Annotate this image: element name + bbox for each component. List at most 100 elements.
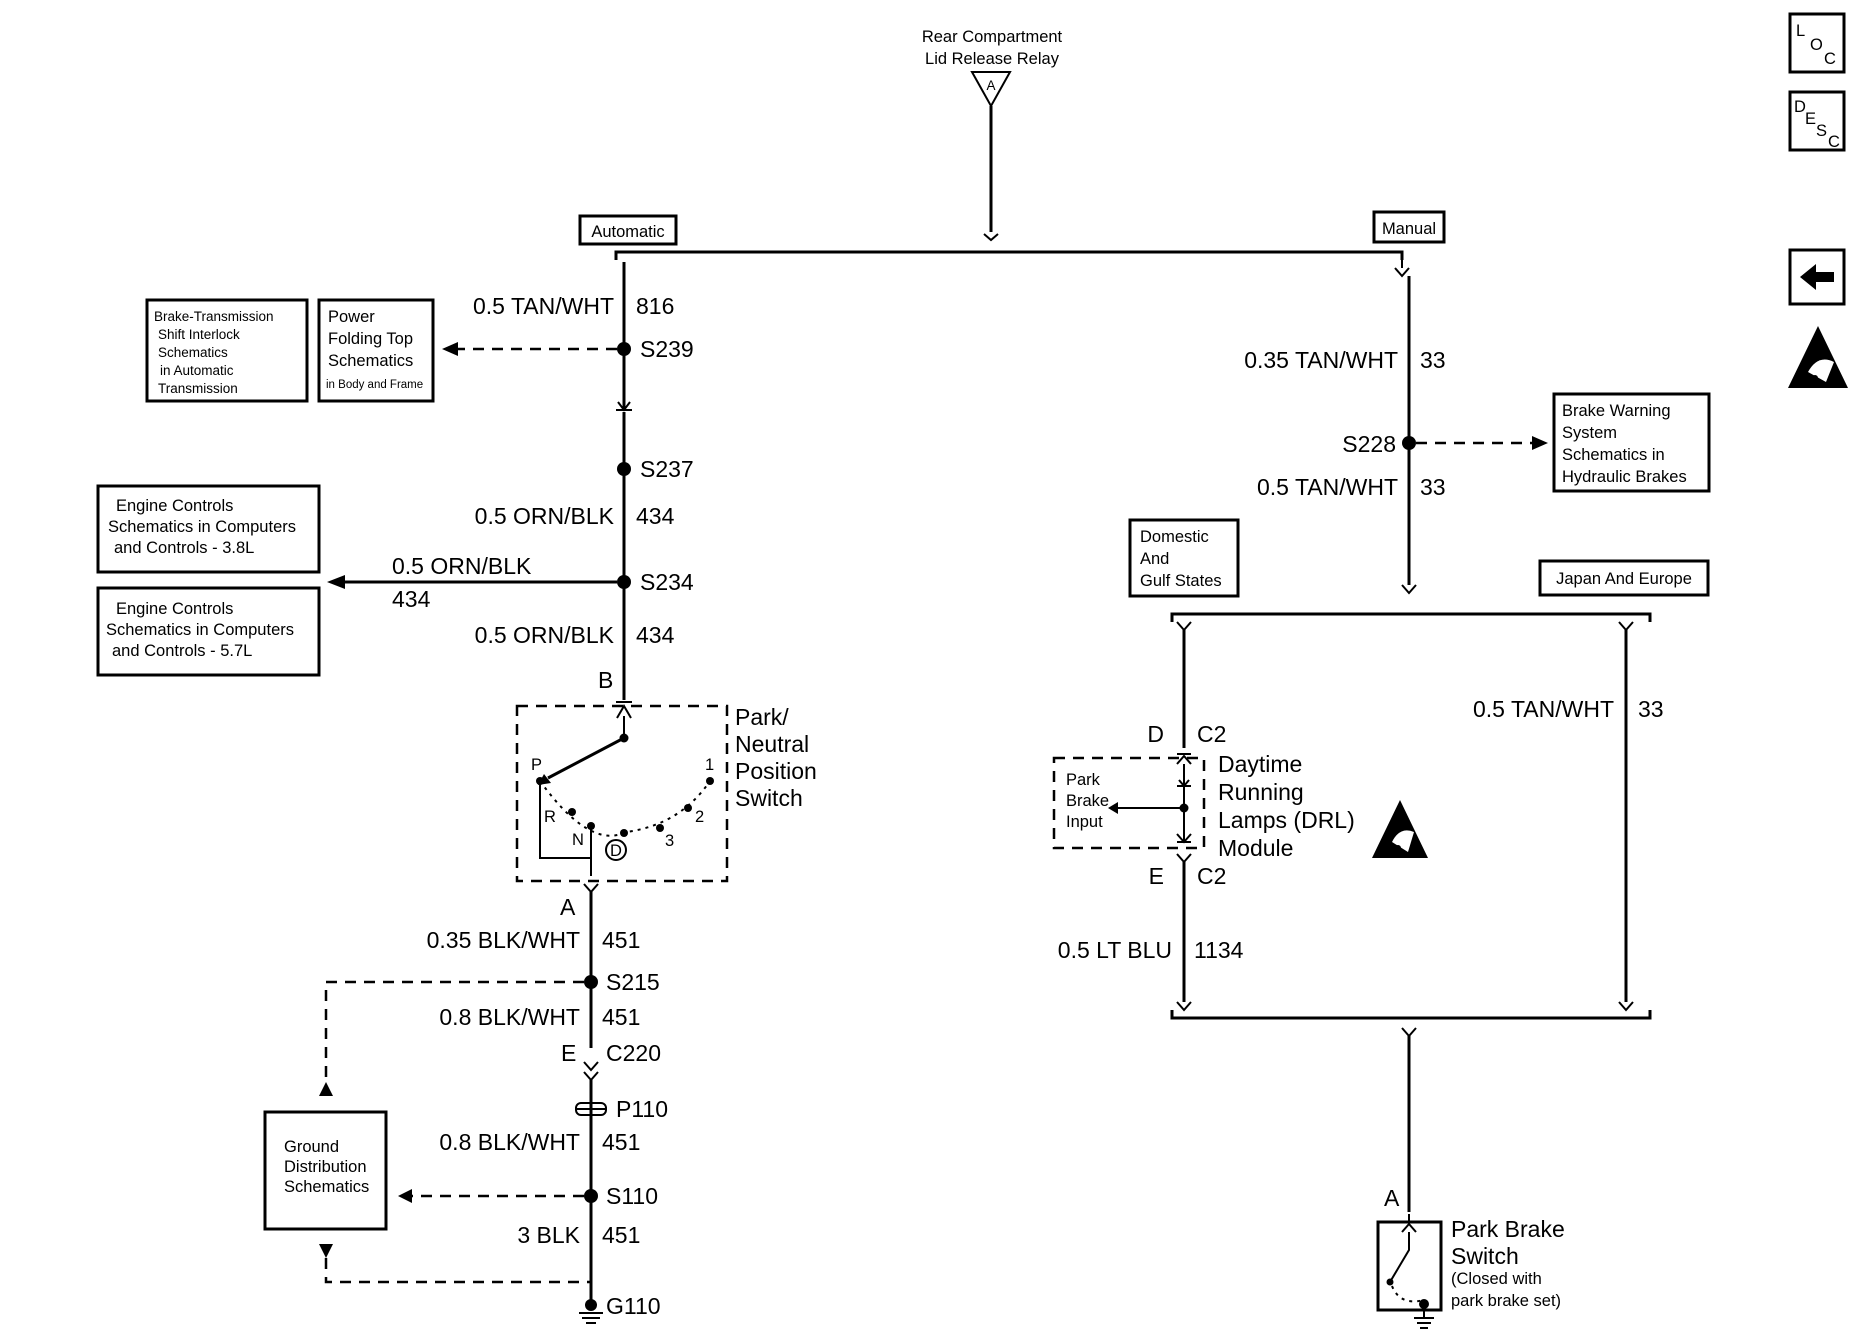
wire-33c-circuit: 33: [1638, 696, 1664, 722]
domestic-line2: And: [1140, 550, 1169, 568]
ref-bws-box[interactable]: [1552, 392, 1711, 493]
relay-name-line2: Lid Release Relay: [925, 50, 1060, 68]
manual-break: [1394, 267, 1410, 278]
relay-pin: A: [986, 78, 995, 93]
ref-ground-distribution[interactable]: Ground Distribution Schematics: [263, 1110, 388, 1231]
splice-s228-dot: [1402, 436, 1416, 450]
pn-switch-box: [515, 704, 729, 883]
pn-pos-r-dot: [568, 808, 576, 816]
splice-s215-label: S215: [606, 969, 660, 995]
wire-1134-circuit: 1134: [1194, 937, 1244, 963]
ref-pft-line1: Power: [328, 308, 375, 326]
loc-icon[interactable]: [1788, 12, 1846, 74]
ref-gds-line1: Ground: [284, 1138, 339, 1156]
g110-dot: [585, 1299, 597, 1311]
ref-bts-line5: Transmission: [158, 381, 238, 396]
ref-brake-warning-system[interactable]: Brake Warning System Schematics in Hydra…: [1552, 392, 1711, 493]
ref-bws-line4: Hydraulic Brakes: [1562, 468, 1687, 486]
s215-arrow: [319, 1082, 333, 1096]
japan-break-bottom: [1618, 1001, 1634, 1012]
ref-ec38-line3: and Controls - 3.8L: [114, 539, 254, 557]
desc-c: C: [1828, 133, 1840, 151]
manual-label: Manual: [1382, 220, 1436, 238]
drl-input-line1: Park: [1066, 771, 1101, 789]
splice-s215-dot: [584, 975, 598, 989]
back-button[interactable]: [1788, 248, 1846, 306]
loc-c: C: [1824, 50, 1836, 68]
wire-816-gauge: 0.5 TAN/WHT: [473, 293, 614, 319]
ref-bws-line3: Schematics in: [1562, 446, 1665, 464]
pn-pos-3-dot: [656, 824, 664, 832]
desc-icon[interactable]: [1788, 90, 1846, 152]
drl-title-2: Running: [1218, 779, 1304, 805]
park-brake-in-arrow: [1401, 1214, 1417, 1233]
ref-ec38-line1: Engine Controls: [116, 497, 233, 515]
ref-power-folding-top[interactable]: Power Folding Top Schematics in Body and…: [317, 298, 435, 403]
ref-brake-transmission-shift-interlock[interactable]: Brake-Transmission Shift Interlock Schem…: [145, 298, 309, 403]
connector-e-arrow: [1176, 853, 1192, 864]
connector-b-arrow: [616, 701, 632, 719]
ref-ec57-box[interactable]: [96, 586, 321, 677]
domestic-line3: Gulf States: [1140, 572, 1222, 590]
domestic-label-box: [1128, 518, 1240, 598]
park-brake-blade: [1389, 1232, 1410, 1283]
pn-pos-d: D: [610, 842, 622, 860]
ref-engine-controls-38[interactable]: Engine Controls Schematics in Computers …: [96, 484, 321, 574]
s228-arrow: [1532, 436, 1548, 450]
wire-434a-circuit: 434: [636, 503, 675, 529]
branch-break-top: [983, 233, 999, 242]
ref-ec57-line2: Schematics in Computers: [106, 621, 294, 639]
park-brake-ground-icon: [1414, 1309, 1434, 1329]
wire-33b-gauge: 0.5 TAN/WHT: [1257, 474, 1398, 500]
pn-switch-blade: [547, 736, 625, 780]
wire-434c-circuit: 434: [636, 622, 675, 648]
park-brake-contact: [1386, 1278, 1394, 1286]
pn-title-2: Neutral: [735, 731, 809, 757]
wire-816-circuit: 816: [636, 293, 674, 319]
top-bus: [614, 250, 1404, 260]
wire-33a-circuit: 33: [1420, 347, 1446, 373]
connector-c2a-label: C2: [1197, 721, 1226, 747]
connector-a-park-label: A: [1384, 1185, 1400, 1211]
back-arrow-glyph: [1800, 264, 1834, 290]
pn-pos-d-dot: [620, 829, 628, 837]
g110-dashed-lead: [324, 1258, 591, 1284]
automatic-label-box: [578, 214, 678, 246]
drl-output-diode: [1176, 833, 1192, 844]
wire-451a-gauge: 0.35 BLK/WHT: [427, 927, 580, 953]
s234-branch-arrow: [327, 575, 345, 589]
gds-bottom-arrow: [319, 1244, 333, 1258]
loc-o: O: [1810, 36, 1823, 54]
pn-pos-2-dot: [684, 804, 692, 812]
wire-434a-gauge: 0.5 ORN/BLK: [475, 503, 615, 529]
drl-input-diode: [1177, 764, 1191, 788]
s239-arrow: [442, 342, 458, 356]
domestic-line1: Domestic: [1140, 528, 1209, 546]
park-brake-title-1: Park Brake: [1451, 1216, 1565, 1242]
splice-s237-dot: [617, 462, 631, 476]
ref-bts-line3: Schematics: [158, 345, 228, 360]
relay-name-line1: Rear Compartment: [922, 28, 1063, 46]
splice-s239-dot: [617, 342, 631, 356]
drl-title-1: Daytime: [1218, 751, 1302, 777]
splice-s234-dot: [617, 575, 631, 589]
manual-label-box: [1372, 210, 1446, 244]
ref-pft-box[interactable]: [317, 298, 435, 403]
g110-label: G110: [606, 1293, 661, 1319]
drl-input-arrow: [1108, 802, 1118, 814]
bottom-bus: [1170, 1010, 1652, 1020]
connector-d-label: D: [1147, 721, 1164, 747]
ref-bts-box[interactable]: [145, 298, 309, 403]
loc-button[interactable]: L O C: [1788, 12, 1846, 74]
automatic-label: Automatic: [591, 223, 664, 241]
desc-button[interactable]: D E S C: [1788, 90, 1846, 152]
connector-c220-pin: E: [561, 1040, 576, 1066]
back-arrow-icon[interactable]: [1788, 248, 1846, 306]
connector-c220-arrows: [583, 1061, 599, 1082]
ref-engine-controls-57[interactable]: Engine Controls Schematics in Computers …: [96, 586, 321, 677]
ref-ec38-box[interactable]: [96, 484, 321, 574]
ref-gds-box[interactable]: [263, 1110, 388, 1231]
ref-bts-line1: Brake-Transmission: [154, 309, 274, 324]
ref-bws-line1: Brake Warning: [1562, 402, 1671, 420]
